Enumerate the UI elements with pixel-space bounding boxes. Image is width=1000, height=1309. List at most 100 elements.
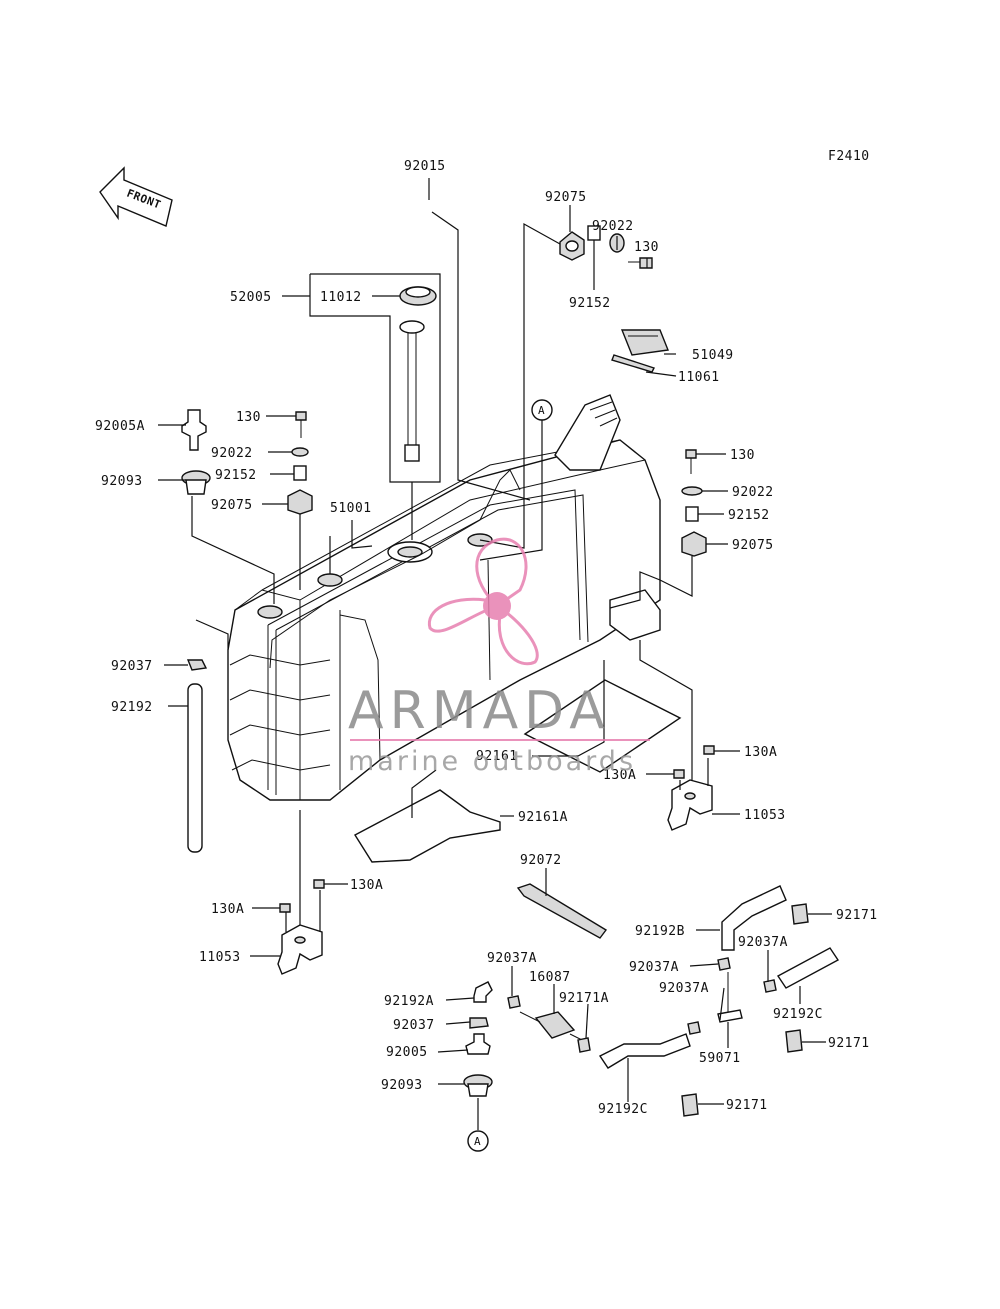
svg-text:A: A	[538, 404, 545, 417]
label-11053-left: 11053	[199, 950, 241, 965]
clip-92171-1	[791, 903, 809, 925]
label-92022-right: 92022	[732, 485, 774, 500]
washer-92022-left	[291, 447, 309, 457]
label-92152-top: 92152	[569, 296, 611, 311]
label-130-right: 130	[730, 448, 755, 463]
figure-code: F2410	[828, 149, 870, 164]
label-92171A: 92171A	[559, 991, 609, 1006]
label-92037-left: 92037	[111, 659, 153, 674]
fuel-tank-51001	[227, 394, 661, 801]
propeller-logo-icon	[427, 537, 539, 666]
fuel-gauge-11012	[399, 286, 437, 462]
ref-mark-a-bottom: A	[467, 1130, 489, 1152]
watermark-brand: ARMADA	[348, 681, 611, 741]
label-92015: 92015	[404, 159, 446, 174]
filter-16087	[519, 1011, 583, 1041]
label-92171-3: 92171	[726, 1098, 768, 1113]
clamp-92171A	[577, 1037, 591, 1053]
clamp-92037A-4	[687, 1021, 701, 1035]
grommet-92093-left	[181, 470, 211, 495]
grommet-92075-left	[287, 489, 313, 515]
label-130A-l1: 130A	[350, 878, 383, 893]
label-51049: 51049	[692, 348, 734, 363]
label-92093-bottom: 92093	[381, 1078, 423, 1093]
clamp-92037A-3	[763, 979, 777, 993]
label-130A-l2: 130A	[211, 902, 244, 917]
label-11061: 11061	[678, 370, 720, 385]
label-92192B: 92192B	[635, 924, 685, 939]
bolt-130-top	[628, 257, 653, 269]
label-92192C-bottom: 92192C	[598, 1102, 648, 1117]
leader-lines	[158, 178, 832, 1130]
fitting-92005	[465, 1033, 491, 1055]
label-130-top: 130	[634, 240, 659, 255]
hose-92192C-bottom	[598, 1033, 691, 1069]
grommet-92075-top	[559, 231, 585, 261]
clamp-92037-left	[186, 659, 208, 671]
clamp-92037A-1	[507, 995, 521, 1009]
label-130-left: 130	[236, 410, 261, 425]
label-92171-1: 92171	[836, 908, 878, 923]
hose-92192C-right	[776, 947, 840, 989]
clamp-92037A-2	[717, 957, 731, 971]
label-92161: 92161	[476, 749, 518, 764]
label-92037-bottom: 92037	[393, 1018, 435, 1033]
bolt-130-right	[685, 449, 697, 474]
label-130A-r1: 130A	[744, 745, 777, 760]
gasket-11061	[611, 354, 655, 373]
washer-92022-right	[681, 486, 703, 496]
label-51001: 51001	[330, 501, 372, 516]
hose-92192A	[473, 981, 493, 1003]
label-92075-left: 92075	[211, 498, 253, 513]
clamp-92037-bottom	[469, 1017, 489, 1029]
hose-92192-left	[187, 683, 203, 853]
label-92037A-4: 92037A	[659, 981, 709, 996]
ref-mark-a-top: A	[531, 399, 553, 421]
label-92037A-3: 92037A	[487, 951, 537, 966]
cap-51049	[620, 329, 669, 356]
label-92192C-right: 92192C	[773, 1007, 823, 1022]
label-130A-r2: 130A	[603, 768, 636, 783]
armada-watermark: ARMADA marine outboards	[348, 537, 650, 777]
label-92192A: 92192A	[384, 994, 434, 1009]
pad-92161	[523, 679, 682, 773]
label-11012: 11012	[320, 290, 362, 305]
joint-59071	[717, 1009, 743, 1023]
clip-92171-2	[785, 1029, 803, 1053]
fitting-92005A	[181, 409, 207, 451]
pad-92161A	[354, 789, 501, 863]
front-arrow-icon: FRONT	[99, 166, 173, 227]
label-92005A: 92005A	[95, 419, 145, 434]
label-16087: 16087	[529, 970, 571, 985]
bolt-130-left	[295, 411, 307, 438]
label-92171-2: 92171	[828, 1036, 870, 1051]
svg-text:A: A	[474, 1135, 481, 1148]
label-92152-left: 92152	[215, 468, 257, 483]
label-92037A-2: 92037A	[629, 960, 679, 975]
hose-92192B	[721, 885, 787, 951]
label-92072: 92072	[520, 853, 562, 868]
label-92075-top: 92075	[545, 190, 587, 205]
cable-tie-92072	[516, 883, 608, 939]
label-92022-top: 92022	[592, 219, 634, 234]
bracket-11053-right	[667, 779, 713, 831]
label-59071: 59071	[699, 1051, 741, 1066]
clip-92171-3	[681, 1093, 699, 1117]
grommet-92075-right	[681, 531, 707, 557]
label-92161A: 92161A	[518, 810, 568, 825]
label-92037A-1: 92037A	[738, 935, 788, 950]
collar-92152-left	[293, 465, 307, 481]
label-11053-right: 11053	[744, 808, 786, 823]
bolt-130A-group	[279, 745, 715, 913]
label-52005: 52005	[230, 290, 272, 305]
label-92093-left: 92093	[101, 474, 143, 489]
label-92005: 92005	[386, 1045, 428, 1060]
label-92075-right: 92075	[732, 538, 774, 553]
collar-92152-right	[685, 506, 699, 522]
grommet-92093-bottom	[463, 1074, 493, 1097]
label-92152-right: 92152	[728, 508, 770, 523]
bracket-11053-left	[277, 924, 323, 975]
part-labels: 92015 92075 92022 130 92152 52005 11012 …	[95, 159, 878, 1117]
label-92022-left: 92022	[211, 446, 253, 461]
